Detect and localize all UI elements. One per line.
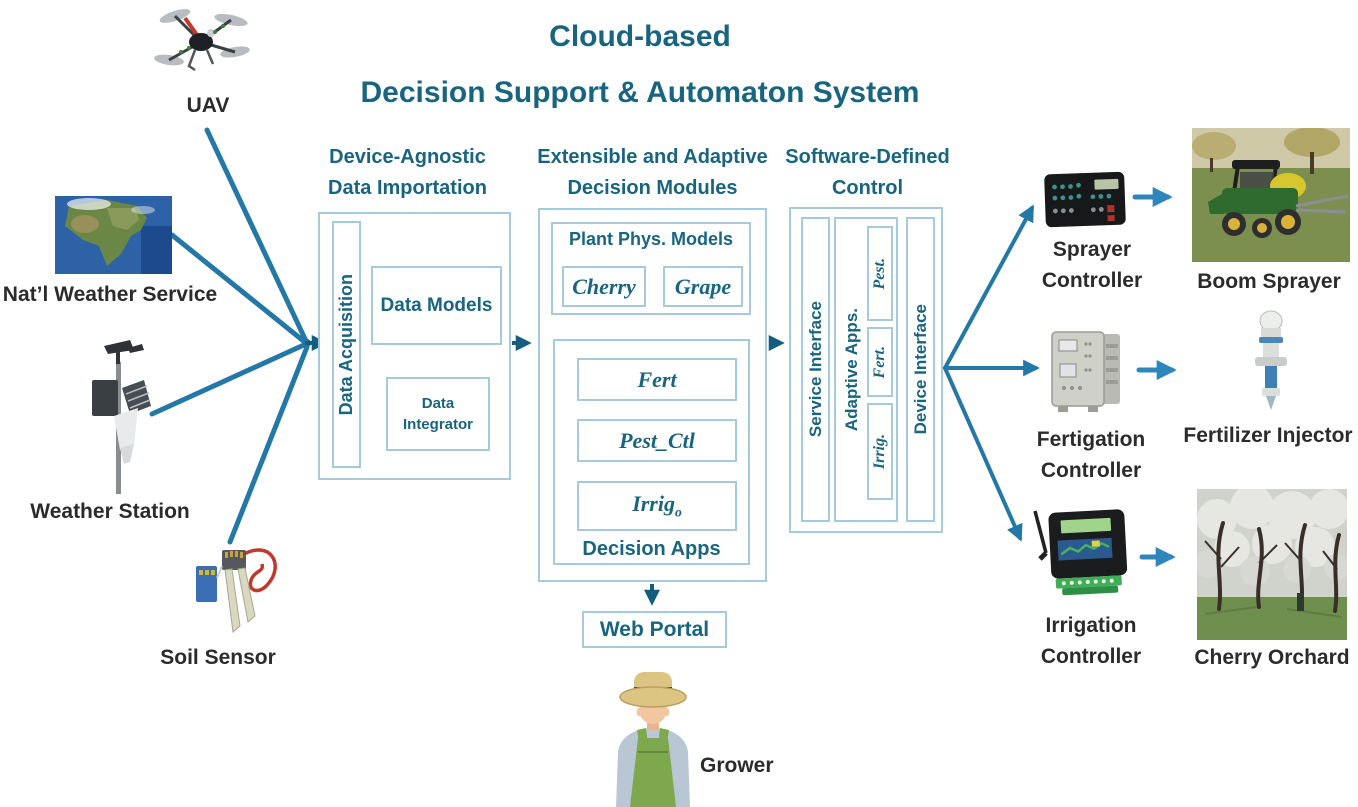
sprayer-controller-image (1043, 170, 1127, 230)
irrig-app-box: Irrigo (577, 481, 737, 531)
web-portal-box[interactable]: Web Portal (582, 611, 727, 648)
data-integrator-label: Data Integrator (402, 395, 473, 433)
service-interface-bar: Service Interface (801, 217, 830, 522)
data-models-label: Data Models (380, 294, 493, 316)
cherry-orchard-image (1195, 485, 1350, 640)
cherry-model-label: Cherry (572, 273, 636, 299)
device-interface-label: Device Interface (910, 304, 930, 435)
fertilizer-injector-image (1250, 310, 1292, 420)
irrig-adaptive-label: Irrig. (871, 433, 888, 470)
fertigation-controller-label: Fertigation Controller (1036, 428, 1146, 482)
cherry-orchard-label: Cherry Orchard (1194, 646, 1350, 669)
grower-image (610, 660, 696, 807)
adaptive-apps-label: Adaptive Apps. (841, 307, 861, 432)
irrigation-controller-label: Irrigation Controller (1040, 614, 1142, 668)
grower-label: Grower (700, 754, 774, 777)
weather-station-image (78, 336, 160, 498)
fert-app-box: Fert (577, 358, 737, 401)
importation-header: Device-Agnostic Data Importation (328, 146, 487, 199)
irrigation-controller-image (1028, 503, 1136, 597)
fert-adaptive-label: Fert. (871, 345, 888, 379)
convergence-node (303, 339, 311, 347)
adaptive-apps-title-area: Adaptive Apps. (836, 219, 867, 520)
decision-apps-box: Fert Pest_Ctl Irrigo Decision Apps (553, 339, 750, 565)
data-models-box: Data Models (371, 266, 502, 345)
adaptive-apps-bar: Adaptive Apps. Pest. Fert. Irrig. (834, 217, 898, 522)
device-interface-bar: Device Interface (906, 217, 935, 522)
sprayer-controller-label: Sprayer Controller (1041, 238, 1143, 292)
source-lines (149, 127, 310, 545)
fertigation-controller-image (1046, 326, 1126, 414)
plant-models-title: Plant Phys. Models (568, 229, 734, 249)
data-acquisition-label: Data Acquisition (336, 273, 356, 416)
uav-label: UAV (186, 94, 230, 117)
fertilizer-injector-label: Fertilizer Injector (1183, 424, 1353, 447)
boom-sprayer-image (1192, 127, 1350, 262)
data-integrator-box: Data Integrator (386, 377, 490, 451)
weather-service-image (55, 196, 172, 274)
weather-station-label: Weather Station (30, 500, 190, 523)
decision-apps-label: Decision Apps (582, 538, 721, 560)
soil-sensor-label: Soil Sensor (160, 646, 276, 669)
fert-app-label: Fert (637, 366, 677, 392)
irrig-adaptive-box: Irrig. (867, 403, 893, 500)
uav-image (145, 2, 257, 92)
cherry-model-box: Cherry (562, 266, 646, 307)
control-header: Software-Defined Control (785, 146, 950, 199)
decision-header: Extensible and Adaptive Decision Modules (537, 146, 768, 199)
data-acquisition-bar: Data Acquisition (332, 221, 361, 468)
diagram-title-line1: Cloud-based (549, 20, 731, 53)
web-portal-label: Web Portal (599, 617, 710, 641)
boom-sprayer-label: Boom Sprayer (1197, 270, 1341, 293)
pest-ctl-app-box: Pest_Ctl (577, 419, 737, 462)
weather-service-label: Nat’l Weather Service (2, 283, 218, 306)
grape-model-box: Grape (663, 266, 743, 307)
pest-adaptive-box: Pest. (867, 226, 893, 321)
soil-sensor-image (188, 538, 285, 642)
irrig-app-label: Irrigo (632, 491, 682, 520)
diagram-title-line2: Decision Support & Automaton System (360, 76, 920, 109)
pest-ctl-app-label: Pest_Ctl (619, 427, 695, 453)
grape-model-label: Grape (674, 273, 732, 299)
plant-models-box: Plant Phys. Models Cherry Grape (551, 222, 751, 315)
service-interface-label: Service Interface (805, 301, 825, 438)
pest-adaptive-label: Pest. (871, 257, 888, 290)
fert-adaptive-box: Fert. (867, 327, 893, 397)
fanout-lines (943, 204, 1040, 542)
